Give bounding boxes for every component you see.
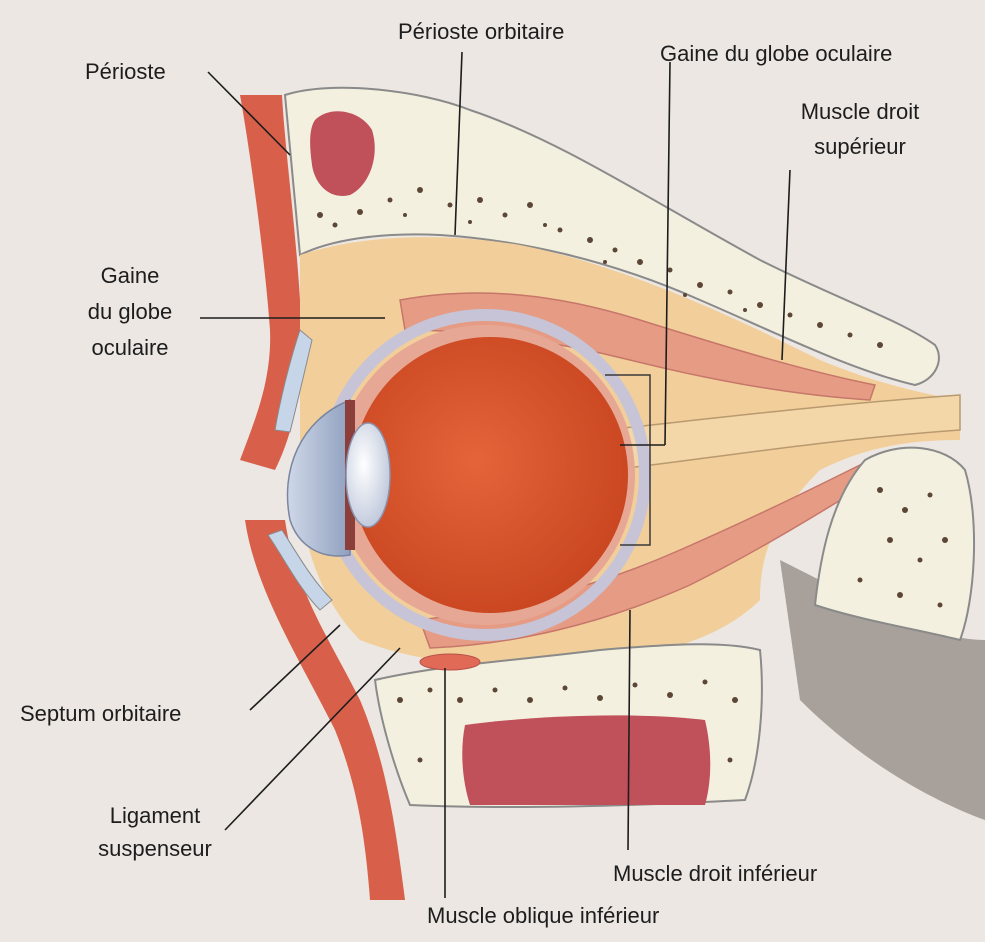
label-muscle-droit-inferieur: Muscle droit inférieur xyxy=(613,860,817,887)
label-line: Ligament xyxy=(85,802,225,829)
label-septum-orbitaire: Septum orbitaire xyxy=(20,700,181,727)
label-line: Gaine xyxy=(70,262,190,289)
label-line: du globe xyxy=(70,298,190,325)
label-perioste: Périoste xyxy=(85,58,166,85)
label-ligament-suspenseur: Ligament suspenseur xyxy=(85,802,225,862)
lens xyxy=(346,423,390,527)
label-line: Muscle droit xyxy=(770,98,950,125)
label-gaine-du-globe-top: Gaine du globe oculaire xyxy=(660,40,892,67)
label-line: supérieur xyxy=(770,133,950,160)
maxillary-sinus xyxy=(462,715,710,805)
label-perioste-orbitaire: Périoste orbitaire xyxy=(398,18,564,45)
label-line: oculaire xyxy=(70,334,190,361)
cornea xyxy=(288,400,351,556)
label-muscle-oblique-inferieur: Muscle oblique inférieur xyxy=(427,902,659,929)
eyeball xyxy=(352,337,628,613)
inferior-oblique-muscle xyxy=(420,654,480,670)
label-gaine-du-globe-left: Gaine du globe oculaire xyxy=(70,262,190,361)
label-muscle-droit-superieur: Muscle droit supérieur xyxy=(770,98,950,160)
label-line: suspenseur xyxy=(85,835,225,862)
